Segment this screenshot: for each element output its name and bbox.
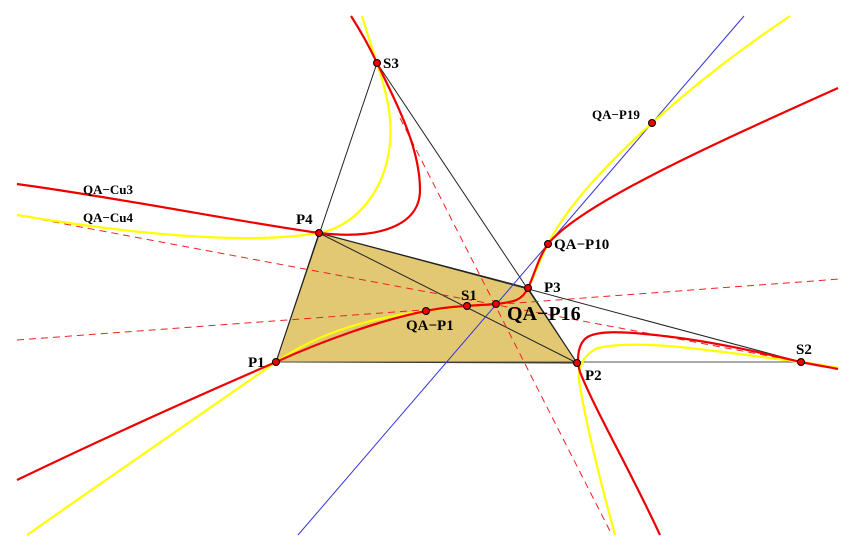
label-p4: P4 xyxy=(296,212,313,228)
label-p3: P3 xyxy=(544,280,561,296)
point-p4[interactable] xyxy=(315,229,323,237)
label-s3: S3 xyxy=(383,56,399,72)
label-p1: P1 xyxy=(248,355,265,371)
dashed-line-3 xyxy=(399,117,613,536)
red-branch-center xyxy=(16,86,839,481)
line-s3-p2 xyxy=(376,62,578,364)
point-p2[interactable] xyxy=(573,359,581,367)
blue-line xyxy=(297,15,745,536)
red-branch-left xyxy=(16,15,422,236)
point-p3[interactable] xyxy=(524,284,532,292)
yellow-branch-right xyxy=(577,343,839,536)
label-s1: S1 xyxy=(461,288,477,304)
point-s1[interactable] xyxy=(463,302,471,310)
point-s3[interactable] xyxy=(373,59,381,67)
points xyxy=(272,59,805,367)
line-p4-p2-diagonal xyxy=(318,232,578,364)
label-qa-p10: QA−P10 xyxy=(554,237,609,253)
point-qa-p1[interactable] xyxy=(422,307,430,315)
point-qa-p10[interactable] xyxy=(544,240,552,248)
point-qa-p16[interactable] xyxy=(492,300,500,308)
label-qa-p19: QA−P19 xyxy=(592,107,640,122)
label-qa-cu4: QA−Cu4 xyxy=(83,210,134,225)
point-qa-p19[interactable] xyxy=(648,119,656,127)
line-p4-s2 xyxy=(318,232,802,363)
line-p1-s3 xyxy=(275,62,378,363)
label-s2: S2 xyxy=(796,342,812,358)
yellow-branch-left xyxy=(16,15,392,240)
label-qa-p1: QA−P1 xyxy=(406,318,454,334)
point-s2[interactable] xyxy=(797,358,805,366)
label-qa-p16: QA−P16 xyxy=(507,303,581,325)
point-p1[interactable] xyxy=(272,358,280,366)
black-construction-lines xyxy=(275,62,802,364)
label-p2: P2 xyxy=(585,368,602,384)
label-qa-cu3: QA−Cu3 xyxy=(83,182,134,197)
